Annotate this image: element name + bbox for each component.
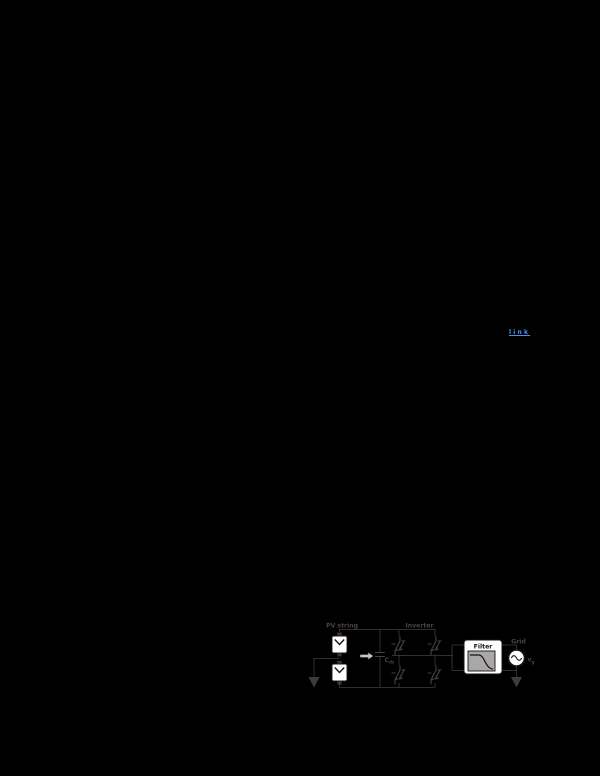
filter-label: Filter bbox=[474, 644, 494, 651]
grid-voltage-label: vg bbox=[528, 657, 535, 665]
pv-module-icon bbox=[331, 660, 348, 685]
grid-group: Grid vg bbox=[507, 639, 535, 688]
junction-dot bbox=[434, 654, 436, 657]
pv-bottom-rail-wire bbox=[339, 683, 436, 688]
switch-icon bbox=[391, 665, 406, 685]
switch-icon bbox=[427, 665, 442, 685]
filter-output-wire bbox=[502, 644, 517, 671]
pv-module-top-terminal bbox=[337, 660, 342, 664]
pv-string-group: PV string bbox=[308, 623, 436, 688]
pv-string-label: PV string bbox=[326, 623, 358, 630]
lowpass-curve-icon bbox=[470, 654, 494, 670]
pv-module-bottom-terminal bbox=[337, 653, 342, 657]
pv-ground-wire bbox=[313, 658, 340, 677]
ground-icon bbox=[511, 677, 522, 688]
sine-wave-icon bbox=[510, 655, 523, 661]
pv-module-chevron bbox=[334, 667, 345, 674]
dc-link-group: Cdc bbox=[359, 629, 396, 688]
grid-label: Grid bbox=[511, 639, 526, 646]
pv-module-chevron bbox=[334, 639, 345, 646]
ground-icon bbox=[308, 677, 320, 688]
pv-top-rail-wire bbox=[339, 629, 436, 637]
power-flow-arrow-icon bbox=[359, 651, 375, 661]
junction-dot bbox=[451, 654, 453, 657]
junction-dot bbox=[398, 654, 400, 657]
document-hyperlink[interactable]: link bbox=[509, 329, 531, 336]
pv-module-icon bbox=[331, 632, 348, 657]
pv-module-top-terminal bbox=[337, 632, 342, 636]
inverter-output-wire bbox=[451, 644, 464, 671]
inverter-group: Inverter bbox=[391, 623, 464, 685]
pv-module-bottom-terminal bbox=[337, 681, 342, 685]
inverter-label: Inverter bbox=[405, 623, 434, 630]
dc-link-capacitor-icon bbox=[374, 651, 386, 658]
inverter-mid-bus-wire bbox=[392, 655, 452, 666]
filter-group: Filter bbox=[463, 639, 517, 675]
switch-icon bbox=[427, 636, 442, 656]
switch-icon bbox=[391, 636, 406, 656]
dc-link-capacitor-label: Cdc bbox=[385, 657, 396, 665]
